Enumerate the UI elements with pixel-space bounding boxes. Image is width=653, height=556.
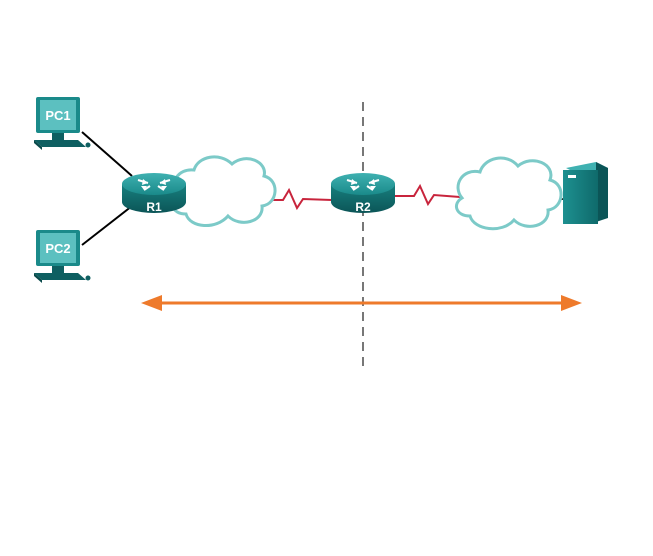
router-icon (122, 173, 186, 213)
link-pc1-r1 (81, 131, 133, 177)
link-pc2-r1 (81, 205, 133, 246)
end-to-end-arrow (141, 295, 582, 311)
cloud-icon (454, 156, 563, 231)
pc-icon (34, 97, 91, 150)
router-icon (331, 173, 395, 213)
server-icon (563, 162, 608, 224)
r2-label: R2 (355, 200, 371, 214)
server-device[interactable] (563, 162, 608, 224)
pc1-device[interactable]: PC1 (34, 97, 91, 150)
pc1-label: PC1 (45, 108, 70, 123)
cloud-icon (170, 155, 277, 227)
pc2-label: PC2 (45, 241, 70, 256)
r1-label: R1 (146, 200, 162, 214)
serial-link-cloud-left-r2 (268, 187, 333, 211)
pc2-device[interactable]: PC2 (34, 230, 91, 283)
serial-link-r2-cloud-right (394, 183, 461, 207)
pc-icon (34, 230, 91, 283)
router-r2[interactable]: R2 (331, 173, 395, 214)
router-r1[interactable]: R1 (122, 173, 186, 214)
